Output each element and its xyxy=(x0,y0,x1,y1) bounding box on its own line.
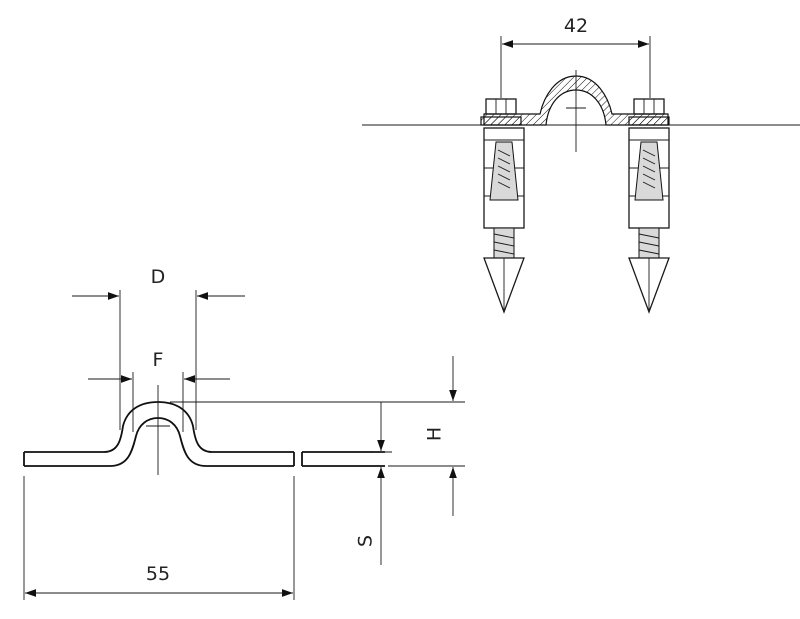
dim-H-label: H xyxy=(424,427,446,441)
installed-clamp-view: 42 xyxy=(362,15,800,314)
expansion-wedge-right xyxy=(634,141,664,201)
washer-left xyxy=(480,116,522,126)
dim-55-label: 55 xyxy=(146,563,170,585)
expansion-wedge-left xyxy=(489,141,519,201)
hex-nut-left xyxy=(485,98,517,115)
dim-S-label: S xyxy=(355,535,377,547)
dim-42-label: 42 xyxy=(564,15,588,37)
hex-nut-right xyxy=(633,98,665,115)
washer-right xyxy=(628,116,670,126)
anchor-bolt-right xyxy=(628,98,670,314)
dim-F-label: F xyxy=(153,349,164,371)
saddle-profile-view: D F H S 55 xyxy=(23,266,465,600)
saddle-profile-outer xyxy=(24,401,294,453)
anchor-bolt-left xyxy=(480,98,525,314)
saddle-profile-inner xyxy=(24,417,294,467)
dim-D-label: D xyxy=(151,266,166,288)
